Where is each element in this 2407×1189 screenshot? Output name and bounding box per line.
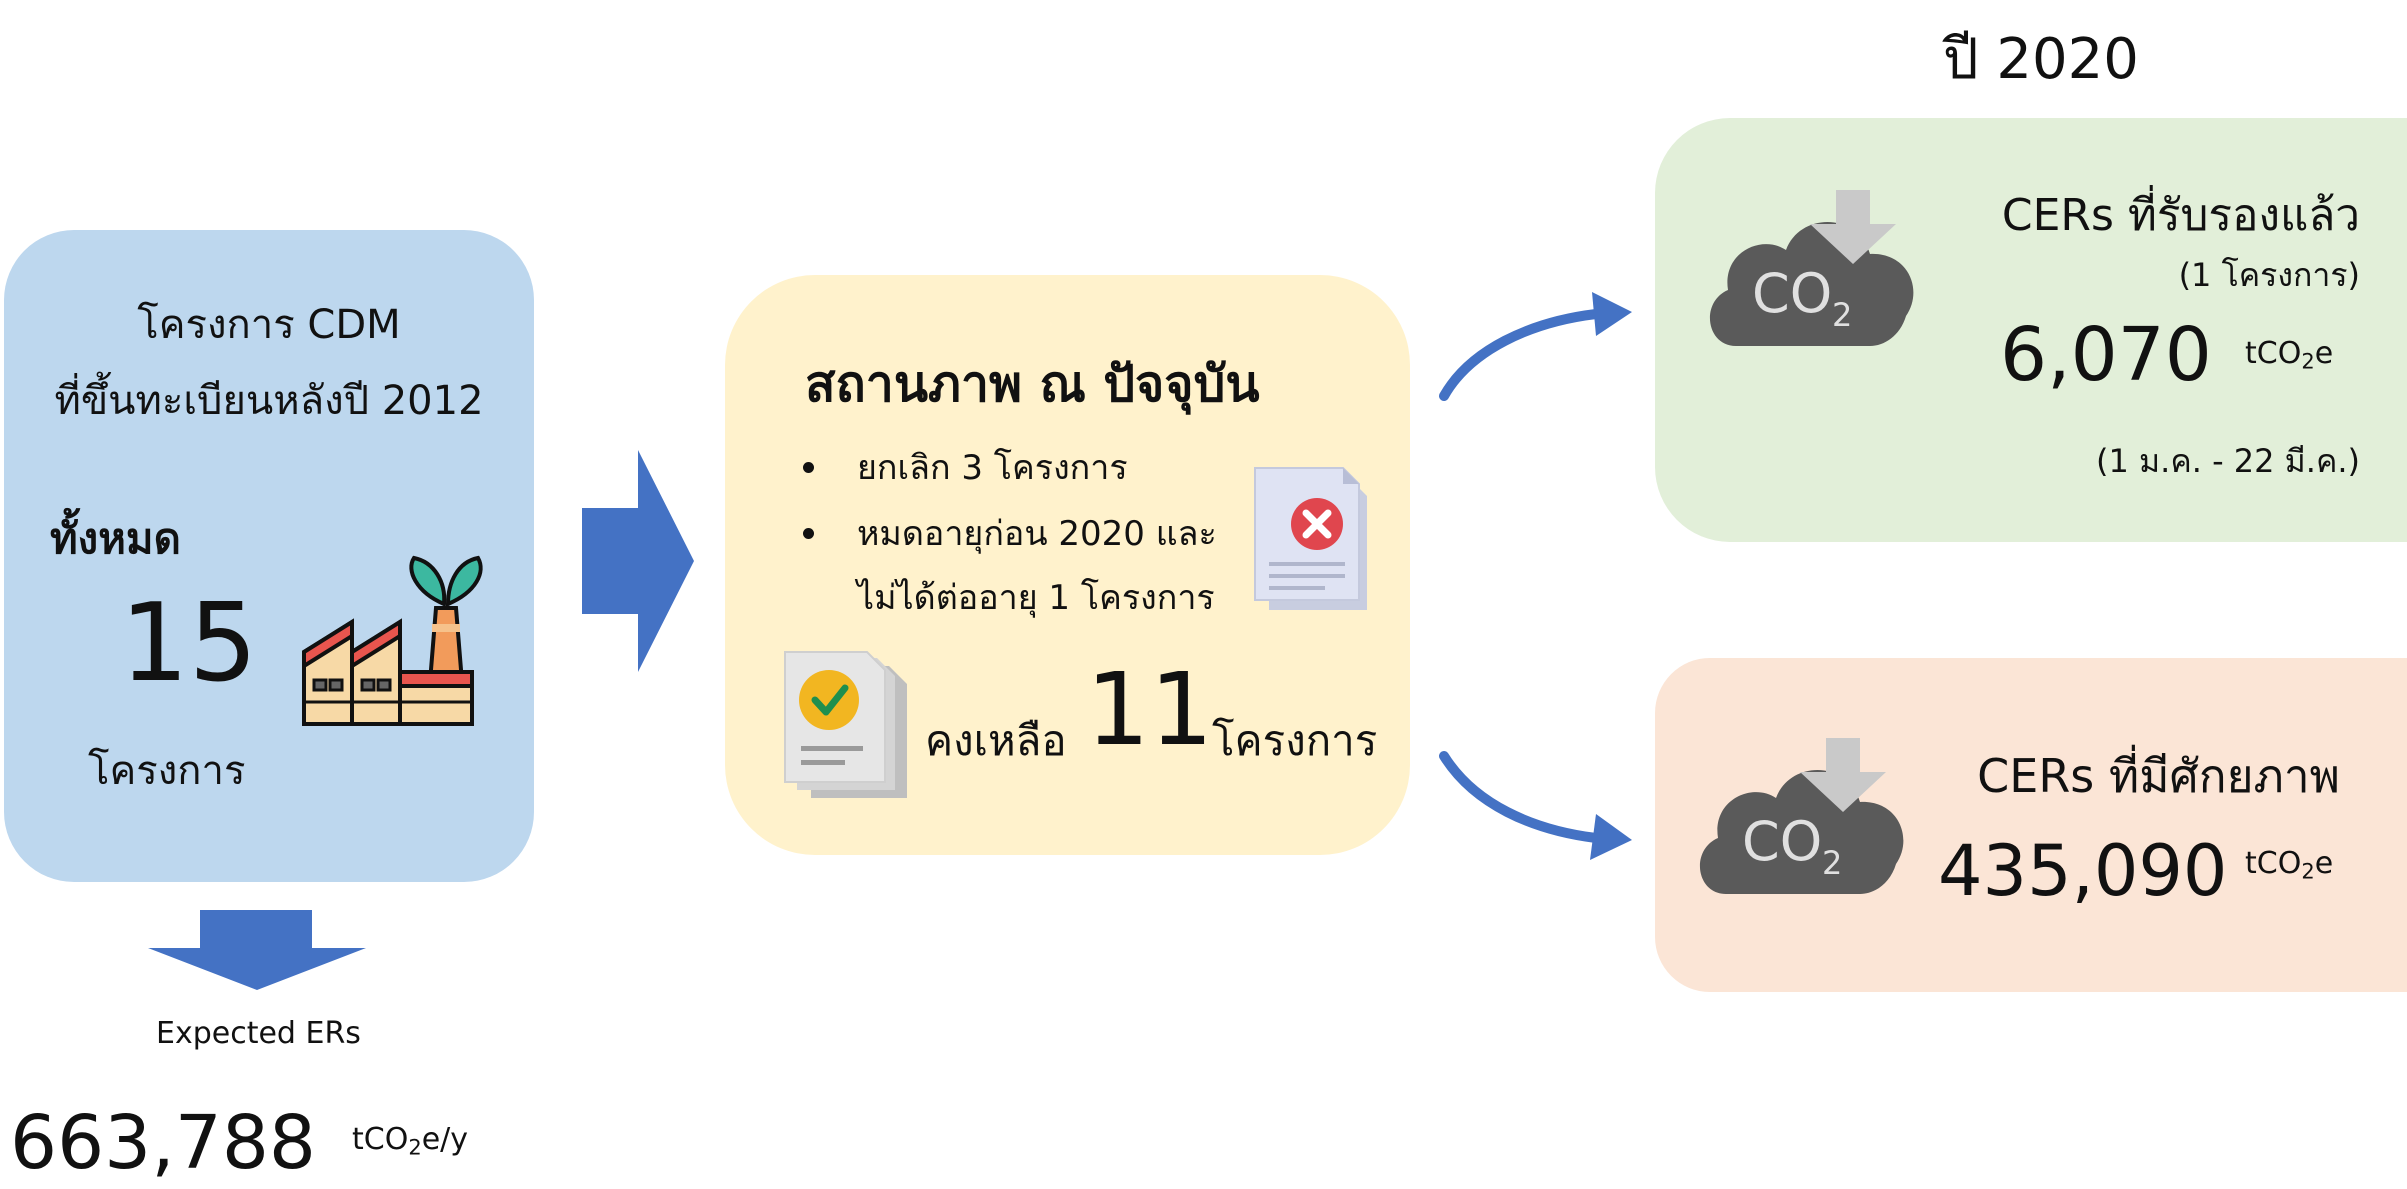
right-arrow [582, 450, 694, 672]
remaining-unit: โครงการ [1212, 716, 1378, 765]
certified-period: (1 ม.ค. - 22 มี.ค.) [2096, 442, 2360, 480]
certified-title: CERs ที่รับรองแล้ว [2001, 190, 2360, 241]
certified-value: 6,070 [2000, 312, 2212, 398]
co2-cloud-icon: CO 2 [1699, 738, 1904, 894]
curved-arrow-down [1439, 751, 1632, 860]
svg-text:CO: CO [1752, 262, 1832, 325]
remaining-label: คงเหลือ [925, 716, 1067, 765]
bullet-dot [803, 528, 814, 539]
total-unit: โครงการ [88, 748, 246, 794]
registered-title-line1: โครงการ CDM [137, 302, 401, 348]
certified-subtitle: (1 โครงการ) [2178, 256, 2360, 294]
expired-bullet-line2: ไม่ได้ต่ออายุ 1 โครงการ [857, 578, 1215, 618]
rejected-document-icon [1254, 467, 1367, 610]
factory-icon [302, 555, 483, 726]
registered-projects-box [4, 230, 534, 882]
cancelled-bullet: ยกเลิก 3 โครงการ [857, 448, 1128, 488]
bullet-dot [803, 462, 814, 473]
year-title: ปี 2020 [1943, 27, 2139, 92]
expected-ers-unit: tCO2e/y [352, 1122, 469, 1160]
potential-value: 435,090 [1938, 830, 2228, 912]
approved-document-icon [784, 651, 907, 798]
expected-ers-value: 663,788 [10, 1100, 317, 1186]
total-label: ทั้งหมด [50, 514, 181, 563]
curved-arrow-up [1439, 292, 1632, 401]
co2-cloud-icon: CO 2 [1709, 190, 1914, 346]
svg-text:2: 2 [1832, 296, 1852, 334]
potential-title: CERs ที่มีศักยภาพ [1977, 749, 2340, 803]
expired-bullet-line1: หมดอายุก่อน 2020 และ [857, 514, 1217, 554]
svg-text:CO: CO [1742, 810, 1822, 873]
down-arrow [148, 910, 366, 990]
svg-text:2: 2 [1822, 844, 1842, 882]
registered-title-line2: ที่ขึ้นทะเบียนหลังปี 2012 [54, 378, 484, 424]
certified-unit: tCO2e [2245, 336, 2334, 374]
total-count: 15 [120, 581, 258, 706]
status-title: สถานภาพ ณ ปัจจุบัน [805, 355, 1260, 413]
potential-unit: tCO2e [2245, 846, 2334, 884]
expected-ers-label: Expected ERs [156, 1016, 361, 1051]
remaining-count: 11 [1086, 651, 1214, 768]
